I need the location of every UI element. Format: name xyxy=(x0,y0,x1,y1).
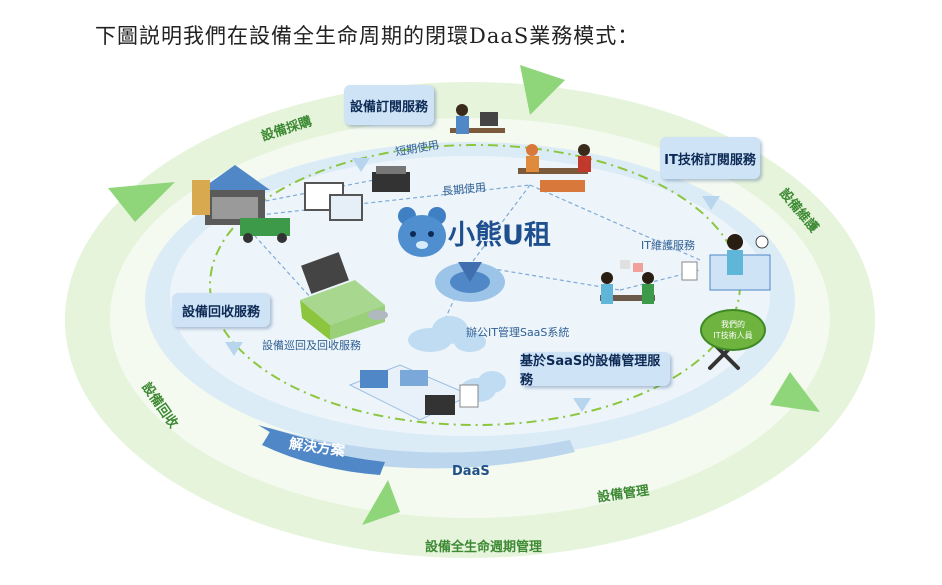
office-platform-icon xyxy=(348,364,479,421)
recycle-box-icon xyxy=(300,252,388,340)
recycle-service-box: 設備回收服務 xyxy=(172,293,270,327)
warehouse-truck-icon xyxy=(192,165,290,243)
solution-arrow xyxy=(262,432,385,475)
funnel-markers xyxy=(225,158,720,412)
ring-label-lifecycle: 設備全生命週期管理 xyxy=(425,540,543,555)
devices-icon xyxy=(304,166,410,221)
consultation-icon xyxy=(600,260,655,304)
brand-name: 小熊U租 xyxy=(448,220,551,251)
staff-badge-line2: IT技術人員 xyxy=(713,331,753,340)
daas-label: DaaS xyxy=(452,464,490,479)
saas-management-service-box: 基於SaaS的設備管理服務 xyxy=(520,352,670,388)
it-support-icon xyxy=(681,234,771,291)
cloud-icons xyxy=(408,316,506,402)
office-worker-icon xyxy=(450,104,505,134)
flow-label-office-saas: 辦公IT管理SaaS系統 xyxy=(466,326,570,339)
flow-label-inspection-recycle: 設備巡回及回收服務 xyxy=(262,339,361,352)
subscription-service-box: 設備訂閱服務 xyxy=(344,85,434,125)
ring-arrow-top xyxy=(520,65,565,115)
ring-arrow-left xyxy=(108,182,175,222)
ring-arrow-right xyxy=(770,372,820,412)
it-staff-badge: 我們的 IT技術人員 xyxy=(700,309,766,351)
it-subscription-service-box: IT技術訂閱服務 xyxy=(660,137,760,179)
bear-logo-icon xyxy=(398,207,446,257)
flow-label-it-maintenance: IT維護服務 xyxy=(641,239,695,252)
meeting-icon xyxy=(518,144,591,192)
page-caption: 下圖説明我們在設備全生命周期的閉環DaaS業務模式： xyxy=(95,24,640,48)
ring-arrow-bottom xyxy=(362,480,400,525)
staff-badge-line1: 我們的 xyxy=(721,320,745,329)
